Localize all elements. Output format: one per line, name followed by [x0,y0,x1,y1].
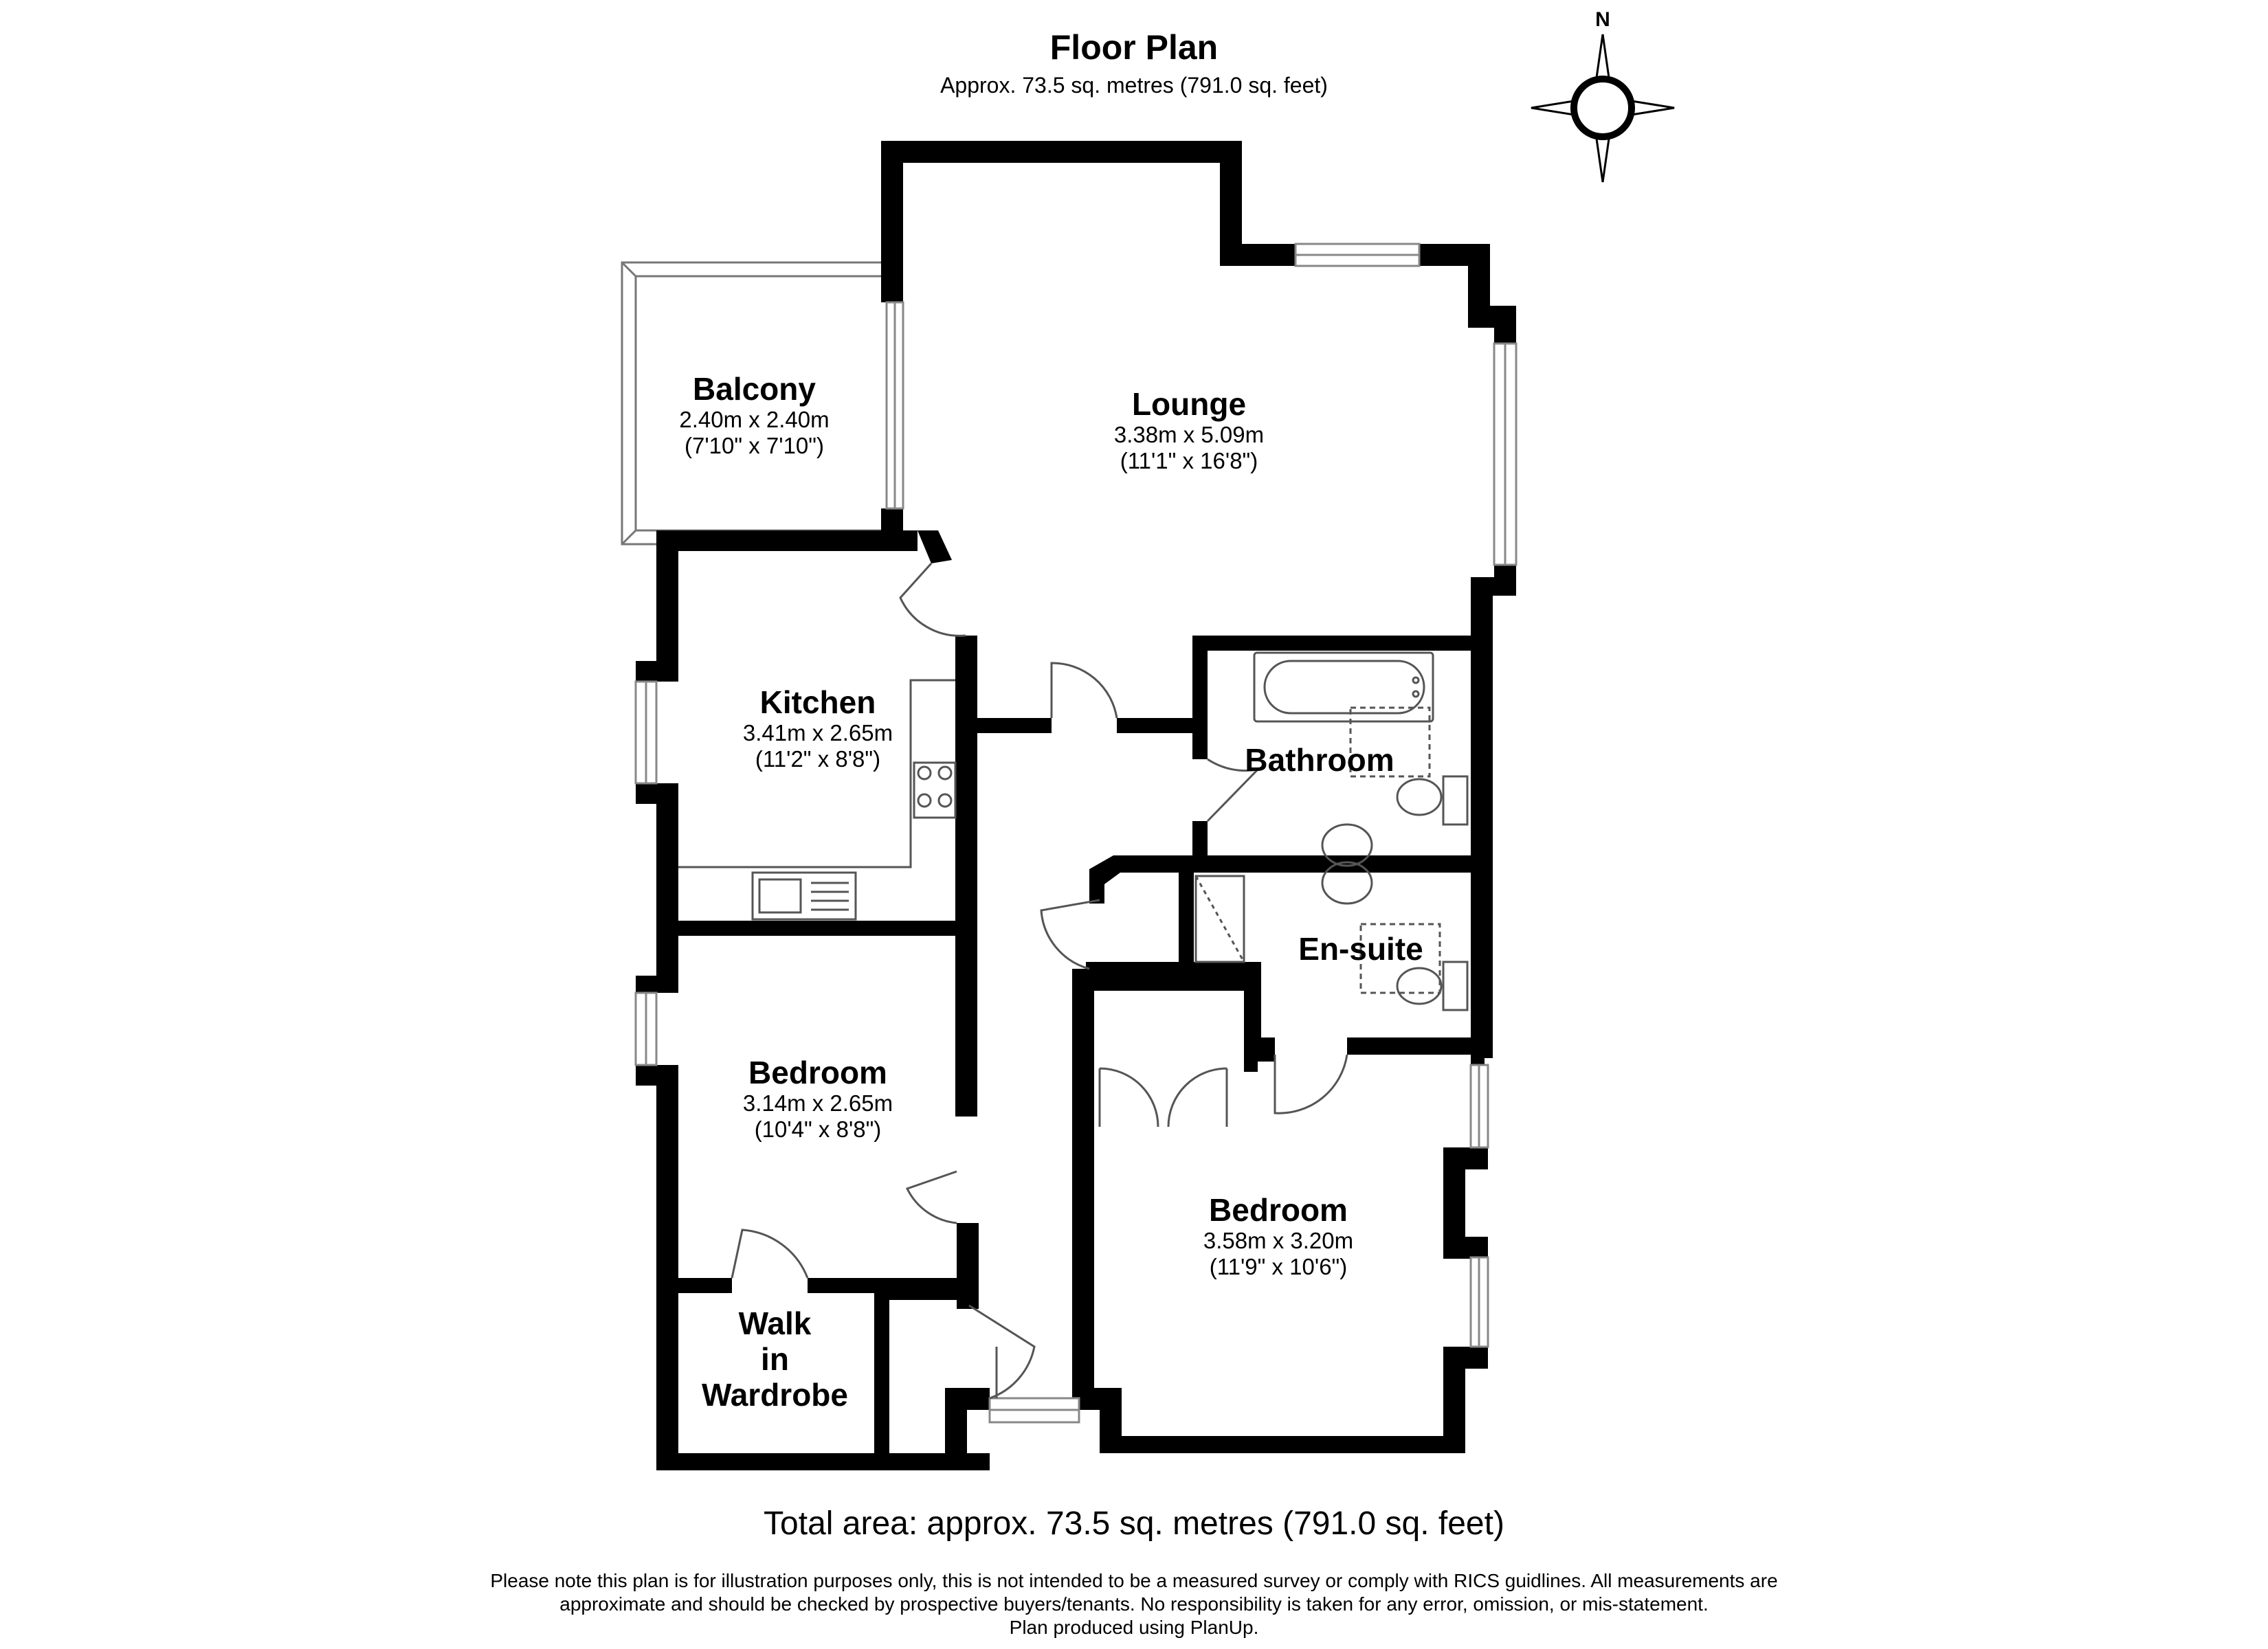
room-bathroom: Bathroom [1210,742,1430,778]
room-name: Balcony [693,371,816,407]
room-kitchen: Kitchen 3.41m x 2.65m (11'2" x 8'8") [687,684,948,772]
fixtures [678,651,1469,1011]
disclaimer-line-2: approximate and should be checked by pro… [559,1593,1709,1615]
room-dim-imperial: (10'4" x 8'8") [754,1117,882,1142]
page-subtitle: Approx. 73.5 sq. metres (791.0 sq. feet) [940,73,1328,98]
windows [634,243,1517,1424]
room-dim-metric: 3.38m x 5.09m [1113,422,1265,447]
plan-credit: Plan produced using PlanUp. [1009,1617,1259,1638]
page-title: Floor Plan [1049,28,1219,67]
room-lounge: Lounge 3.38m x 5.09m (11'1" x 16'8") [983,386,1395,474]
total-area: Total area: approx. 73.5 sq. metres (791… [764,1505,1504,1542]
room-dim-metric: 3.14m x 2.65m [742,1090,893,1116]
walls [636,141,1516,1470]
room-balcony: Balcony 2.40m x 2.40m (7'10" x 7'10") [622,371,887,459]
room-bedroom-2: Bedroom 3.58m x 3.20m (11'9" x 10'6") [1113,1192,1443,1280]
room-name: Lounge [1131,386,1247,422]
room-dim-imperial: (7'10" x 7'10") [685,433,824,458]
compass-north-label: N [1595,8,1610,31]
room-dim-imperial: (11'2" x 8'8") [755,746,881,772]
disclaimer: Please note this plan is for illustratio… [344,1569,1924,1639]
room-walk-in-wardrobe: Walk in Wardrobe [677,1305,873,1413]
room-dim-metric: 2.40m x 2.40m [679,407,830,432]
door-swings [731,562,1348,1400]
disclaimer-line-1: Please note this plan is for illustratio… [490,1570,1778,1591]
room-name-line-3: Wardrobe [702,1377,848,1413]
room-name: Bathroom [1245,742,1394,778]
room-name-line-2: in [761,1341,789,1377]
room-name: Kitchen [759,684,876,720]
compass-rose [1531,34,1675,183]
room-name: En-suite [1298,931,1423,967]
room-name-line-1: Walk [738,1305,812,1341]
room-dim-metric: 3.41m x 2.65m [742,720,893,745]
room-name: Bedroom [1209,1192,1348,1228]
room-dim-imperial: (11'1" x 16'8") [1120,448,1258,473]
room-dim-imperial: (11'9" x 10'6") [1209,1254,1348,1279]
room-name: Bedroom [748,1055,887,1090]
room-ensuite: En-suite [1258,931,1464,967]
room-bedroom-1: Bedroom 3.14m x 2.65m (10'4" x 8'8") [687,1055,948,1143]
room-dim-metric: 3.58m x 3.20m [1203,1228,1354,1253]
